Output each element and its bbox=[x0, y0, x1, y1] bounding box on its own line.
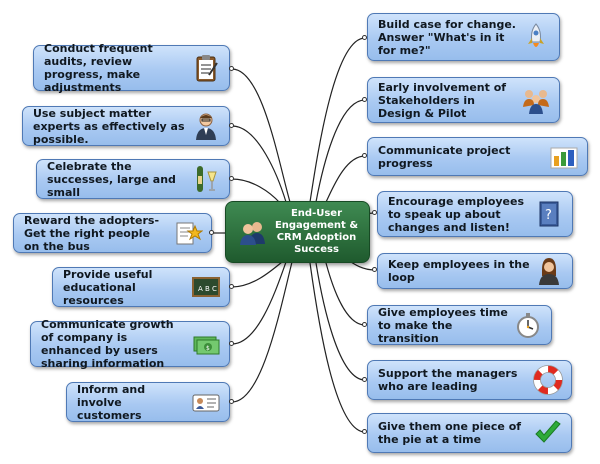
connector-dot bbox=[229, 399, 234, 404]
node-label: Keep employees in the loop bbox=[388, 258, 530, 284]
node-speak-up[interactable]: Encourage employees to speak up about ch… bbox=[377, 191, 573, 237]
connector-customers bbox=[231, 261, 293, 403]
connector-dot bbox=[229, 284, 234, 289]
node-label: Celebrate the successes, large and small bbox=[47, 159, 176, 199]
connector-dot bbox=[229, 66, 234, 71]
node-stakeholders[interactable]: Early involvement of Stakeholders in Des… bbox=[367, 77, 560, 123]
node-reward[interactable]: Reward the adopters- Get the right peopl… bbox=[13, 213, 212, 253]
connector-dot bbox=[362, 35, 367, 40]
team-icon bbox=[521, 85, 551, 115]
node-label: Give employees time to make the transiti… bbox=[378, 305, 508, 345]
node-label: Encourage employees to speak up about ch… bbox=[388, 194, 525, 234]
node-experts[interactable]: Use subject matter experts as effectivel… bbox=[22, 106, 230, 146]
people-icon bbox=[238, 217, 268, 247]
connector-dot bbox=[372, 210, 377, 215]
node-managers[interactable]: Support the managers who are leading bbox=[367, 360, 572, 400]
node-loop[interactable]: Keep employees in the loop bbox=[377, 253, 573, 289]
connector-audits bbox=[231, 68, 291, 203]
node-label: Give them one piece of the pie at a time bbox=[378, 420, 522, 446]
clipboard-icon bbox=[191, 53, 221, 83]
expert-icon bbox=[191, 111, 221, 141]
money-icon: $ bbox=[191, 329, 221, 359]
node-audits[interactable]: Conduct frequent audits, review progress… bbox=[33, 42, 230, 94]
node-label: Communicate project progress bbox=[378, 143, 511, 170]
node-label: Support the managers who are leading bbox=[378, 367, 518, 393]
node-resources[interactable]: Provide useful educational resources A B… bbox=[52, 267, 230, 307]
connector-dot bbox=[362, 97, 367, 102]
connector-dot bbox=[229, 123, 234, 128]
node-label: Early involvement of Stakeholders in Des… bbox=[378, 80, 507, 120]
checkmark-icon bbox=[533, 418, 563, 448]
connector-stakeholders bbox=[315, 99, 366, 203]
rocket-icon bbox=[521, 22, 551, 52]
connector-dot bbox=[362, 429, 367, 434]
node-label: Use subject matter experts as effectivel… bbox=[33, 106, 185, 146]
node-label: Communicate growth of company is enhance… bbox=[41, 318, 174, 370]
svg-text:A B C: A B C bbox=[198, 285, 217, 293]
stopwatch-icon bbox=[513, 310, 543, 340]
connector-dot bbox=[209, 230, 214, 235]
node-customers[interactable]: Inform and involve customers bbox=[66, 382, 230, 422]
connector-resources bbox=[231, 261, 283, 288]
connector-dot bbox=[362, 153, 367, 158]
help-book-icon: ? bbox=[534, 199, 564, 229]
connector-dot bbox=[229, 341, 234, 346]
node-label: Inform and involve customers bbox=[77, 382, 146, 422]
node-celebrate[interactable]: Celebrate the successes, large and small bbox=[36, 159, 230, 199]
svg-text:?: ? bbox=[545, 208, 552, 223]
node-label: Reward the adopters- Get the right peopl… bbox=[24, 213, 160, 253]
connector-pie bbox=[309, 262, 366, 433]
svg-text:$: $ bbox=[206, 345, 210, 352]
connector-experts bbox=[231, 125, 287, 203]
id-card-icon bbox=[191, 387, 221, 417]
connector-growth bbox=[231, 261, 287, 345]
node-pie[interactable]: Give them one piece of the pie at a time bbox=[367, 413, 572, 453]
connector-dot bbox=[362, 322, 367, 327]
node-label: Build case for change. Answer "What's in… bbox=[378, 17, 516, 57]
connector-managers bbox=[315, 262, 366, 381]
node-progress[interactable]: Communicate project progress bbox=[367, 137, 588, 176]
champagne-icon bbox=[191, 164, 221, 194]
node-build-case[interactable]: Build case for change. Answer "What's in… bbox=[367, 13, 560, 61]
node-label: Provide useful educational resources bbox=[63, 267, 153, 307]
central-topic[interactable]: End-User Engagement & CRM Adoption Succe… bbox=[225, 201, 370, 263]
connector-dot bbox=[372, 267, 377, 272]
connector-build-case bbox=[309, 37, 366, 203]
bar-chart-icon bbox=[549, 142, 579, 172]
connector-dot bbox=[362, 377, 367, 382]
connector-celebrate bbox=[231, 178, 281, 204]
connector-progress bbox=[325, 155, 366, 203]
node-time[interactable]: Give employees time to make the transiti… bbox=[367, 305, 552, 345]
connector-time bbox=[325, 262, 366, 326]
connector-dot bbox=[229, 176, 234, 181]
certificate-star-icon bbox=[173, 218, 203, 248]
woman-icon bbox=[534, 256, 564, 286]
lifebuoy-icon bbox=[533, 365, 563, 395]
node-label: Conduct frequent audits, review progress… bbox=[44, 42, 153, 94]
central-topic-label: End-User Engagement & CRM Adoption Succe… bbox=[274, 208, 359, 255]
node-growth[interactable]: Communicate growth of company is enhance… bbox=[30, 318, 230, 370]
chalkboard-icon: A B C bbox=[191, 272, 221, 302]
